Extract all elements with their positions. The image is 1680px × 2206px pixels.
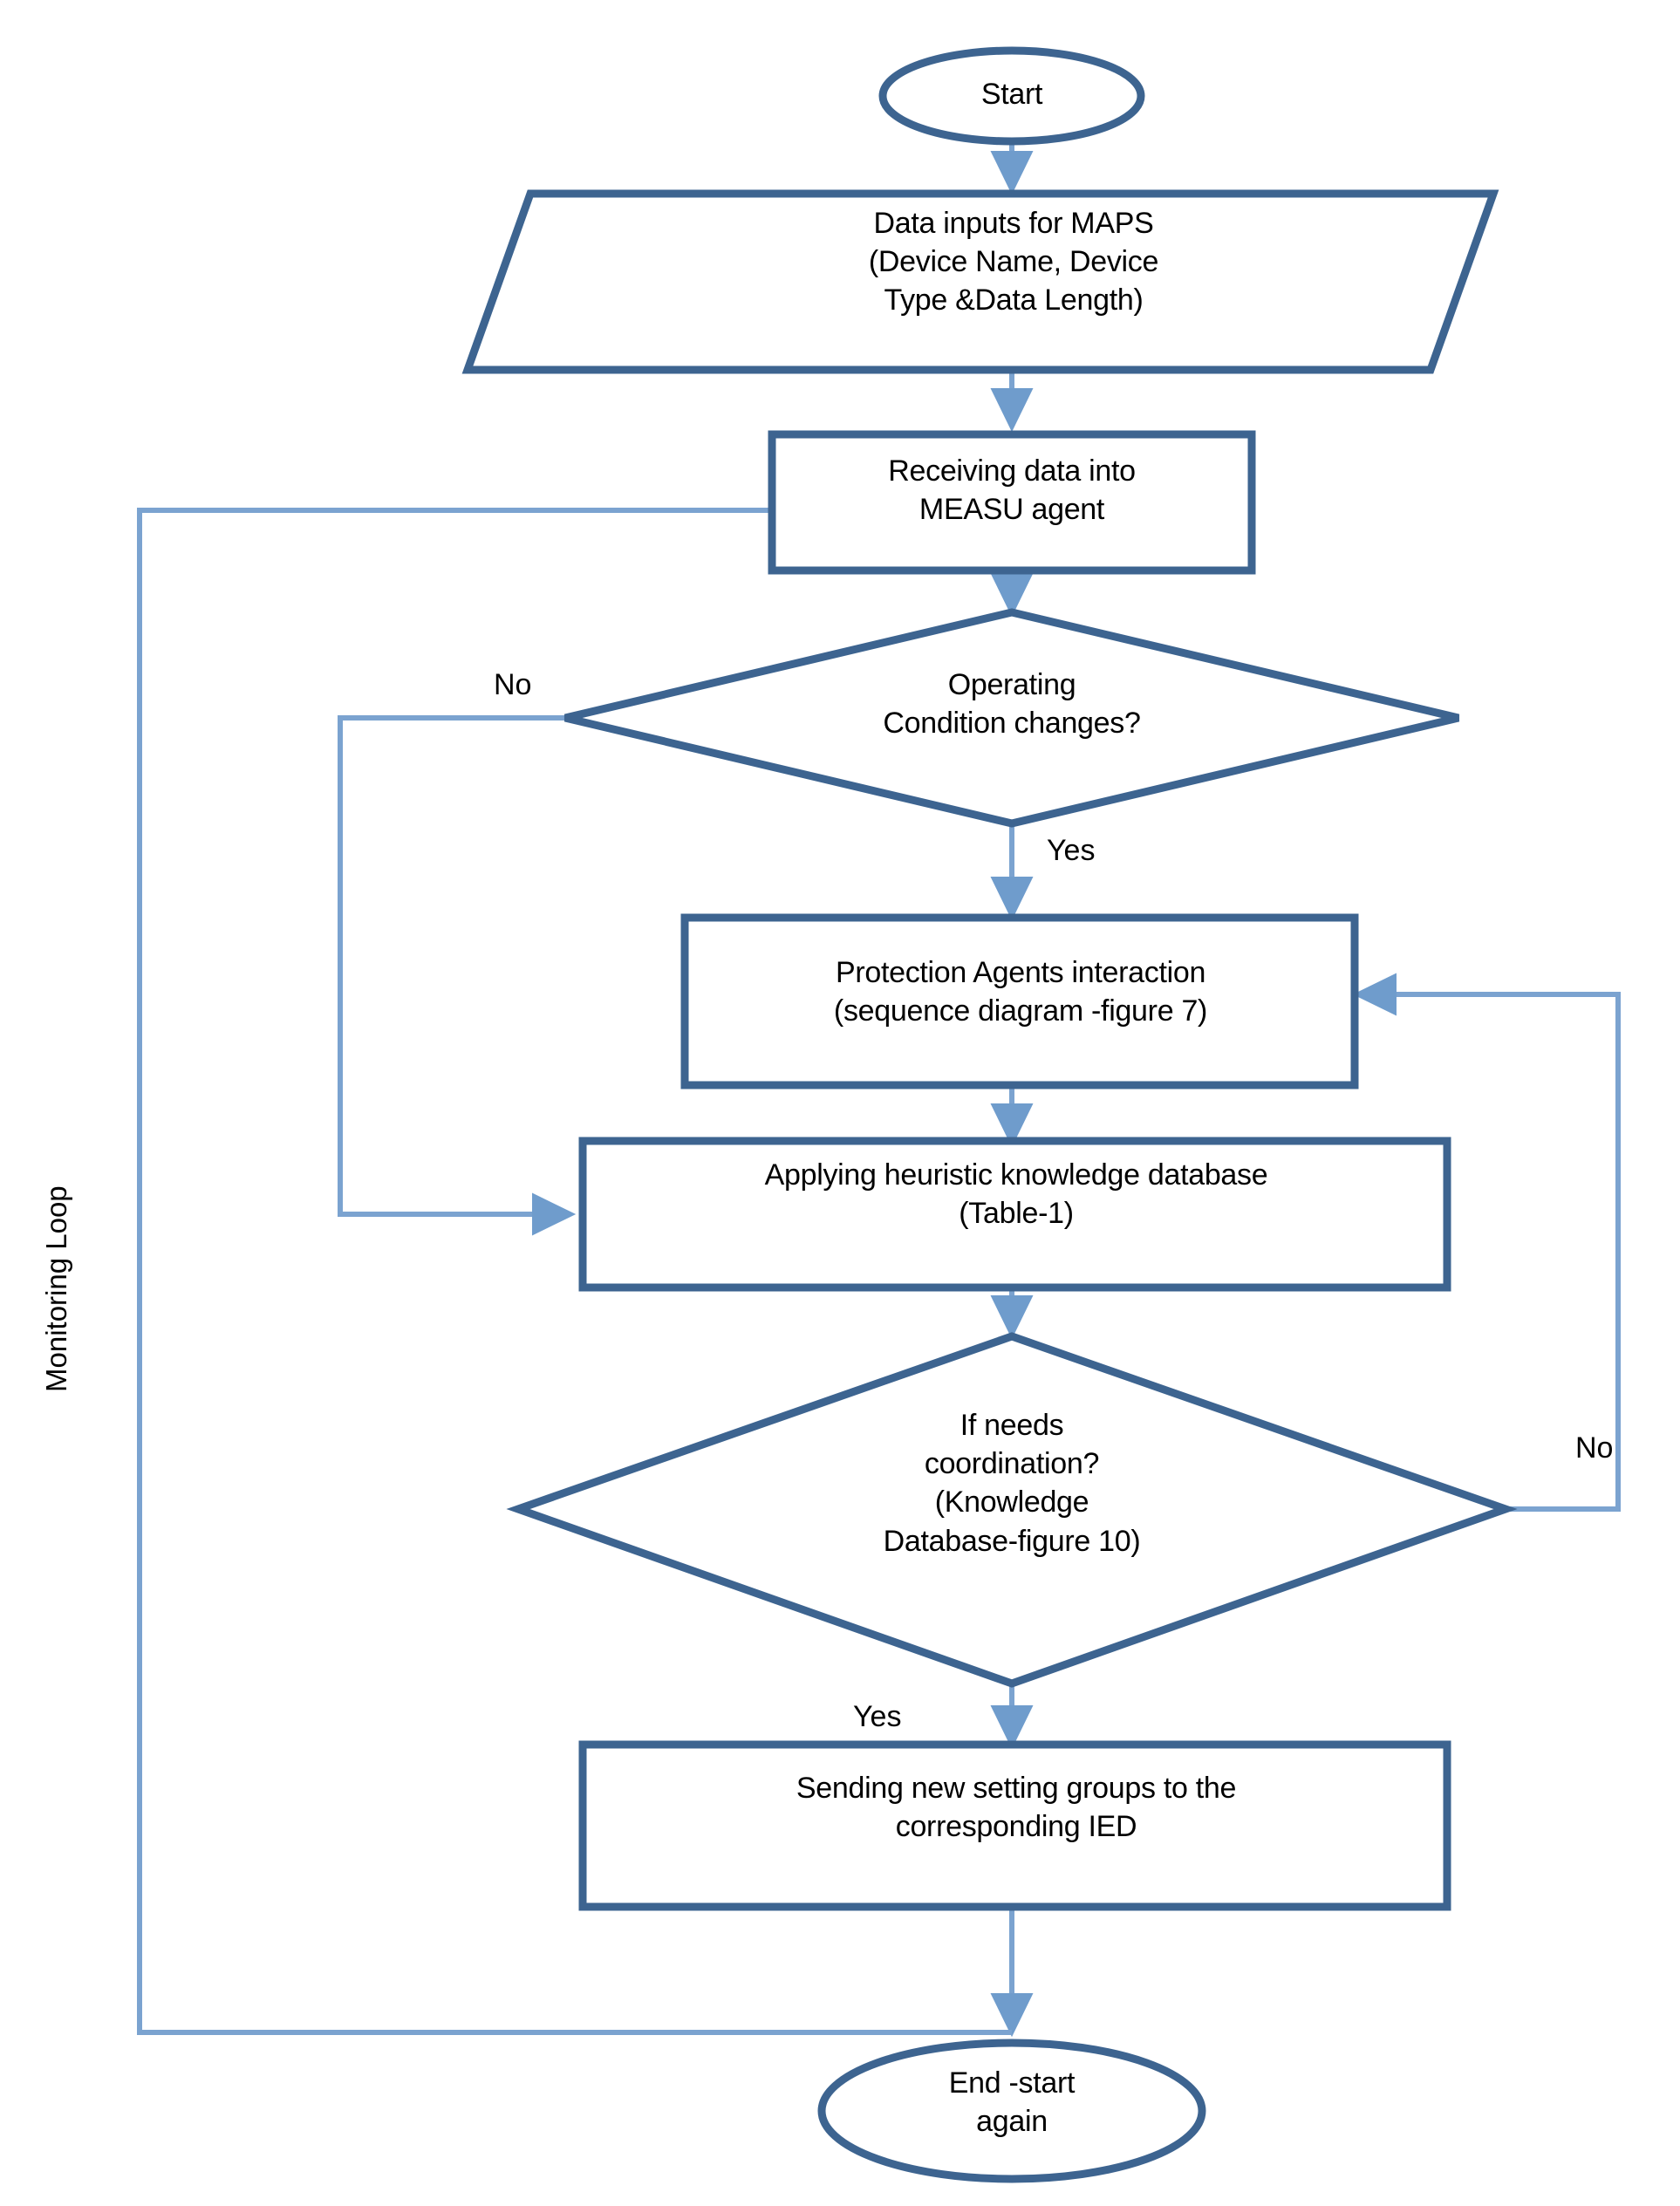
node-coordination-shape[interactable] [506,1332,1518,1688]
edge-label-coordination-no: No [1575,1431,1614,1465]
edge-label-condition-yes: Yes [1047,834,1096,867]
edge-label-coordination-yes: Yes [853,1700,902,1733]
node-protection-shape[interactable] [680,913,1359,1089]
node-sending-shape[interactable] [578,1740,1451,1911]
node-data-inputs-shape[interactable] [461,189,1499,374]
node-condition-shape[interactable] [563,608,1460,828]
node-start-shape[interactable] [878,46,1145,146]
node-heuristic-shape[interactable] [578,1137,1451,1292]
connector-monitoring-loop [137,488,1012,2035]
shapes [461,46,1518,2183]
monitoring-loop-label: Monitoring Loop [40,1185,72,1392]
edge-label-condition-no: No [494,668,532,701]
connector-condition-no-to-heuristic [338,715,577,1236]
node-end-shape[interactable] [817,2039,1206,2183]
connectors [137,133,1621,2038]
node-receiving-shape[interactable] [768,430,1256,575]
connector-coordination-no-to-protection [1352,973,1621,1512]
